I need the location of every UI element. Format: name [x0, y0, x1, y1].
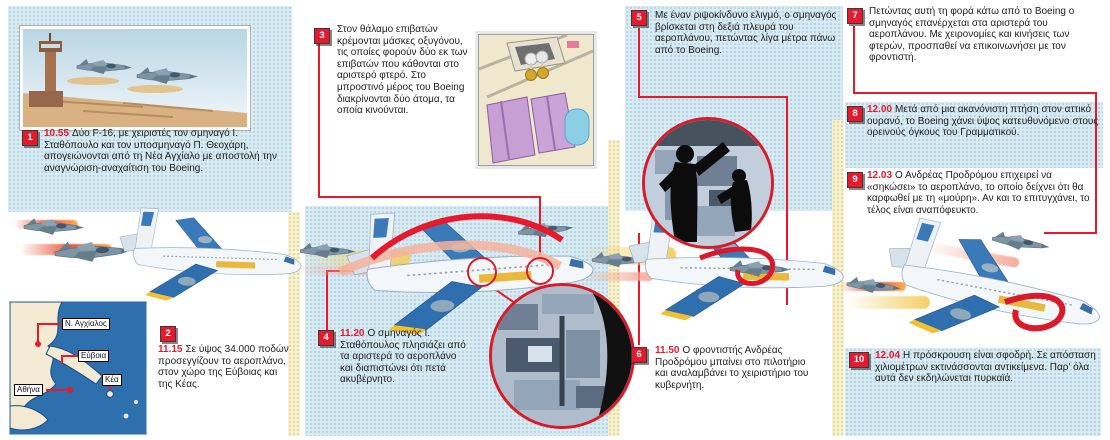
cabin-seat: [486, 96, 536, 164]
oxygen-mask-inset: [478, 34, 594, 166]
step-8-time: 12.00: [867, 104, 893, 115]
step-2-time: 11.15: [158, 344, 183, 355]
silhouette-scene: [645, 120, 771, 246]
step-5-badge: 5: [631, 10, 647, 26]
step-6-time: 11.50: [655, 345, 680, 356]
map-label-athens: Αθήνα: [14, 384, 43, 396]
pilot-silhouette: [588, 286, 632, 426]
step-10-badge: 10: [849, 352, 869, 368]
step-6-body: Ο φροντιστής Ανδρέας Προδρόμου μπαίνει σ…: [655, 345, 809, 391]
step-1-badge: 1: [22, 130, 38, 146]
step-4-body: Ο σμηναγός Ι. Σταθόπουλος πλησιάζει από …: [340, 328, 466, 386]
control-tower: [45, 49, 56, 107]
map-label-anchialos: Ν. Αγχίαλος: [62, 318, 110, 330]
step-5-body: Με έναν ριψοκίνδυνο ελιγμό, ο σμηναγός β…: [655, 10, 837, 56]
step-3-text: Στον θάλαμο επιβατών κρέμονται μάσκες οξ…: [337, 24, 471, 117]
step-1-body: Δύο F-16, με χειριστές τον σμηναγό Ι. Στ…: [44, 128, 277, 174]
step-6-badge: 6: [631, 347, 647, 363]
boeing-icon: [873, 212, 1110, 368]
map-kea-island: [106, 390, 114, 398]
boeing-icon: [116, 206, 305, 309]
cabin-cushion: [564, 108, 590, 146]
fuselage-zoom-circle: [526, 257, 554, 285]
airbase-scene: [23, 29, 247, 127]
panel-step10: [845, 348, 1101, 436]
speed-trail: [578, 272, 654, 281]
step-9-badge: 9: [847, 172, 863, 188]
oxygen-mask-cup: [525, 69, 537, 81]
step-3-body: Στον θάλαμο επιβατών κρέμονται μάσκες οξ…: [337, 24, 468, 117]
step-4-time: 11.20: [340, 328, 365, 339]
cockpit-panel-scene: [492, 286, 632, 426]
step-7-badge: 7: [847, 8, 863, 24]
step-8-body: Μετά από μια ακανόνιστη πτήση στον αττικ…: [867, 104, 1099, 139]
map-evia-island: [45, 345, 103, 385]
step-7-text: Πετώντας αυτή τη φορά κάτω από το Boeing…: [869, 6, 1107, 64]
step-9-body: Ο Ανδρέας Προδρόμου επιχειρεί να «σηκώσε…: [867, 170, 1090, 216]
fuselage-zoom-circle: [467, 257, 497, 287]
f16-icon: [23, 217, 85, 236]
step-9-time: 12.03: [867, 170, 893, 181]
cockpit-zoom-circle: [489, 283, 635, 429]
speed-trail: [846, 296, 930, 309]
cockpit-silhouette-circle: [642, 117, 774, 249]
step-1-time: 10.55: [44, 128, 70, 139]
map-peloponnese: [10, 405, 49, 431]
oxygen-mask-cup: [537, 67, 549, 79]
cabin-scene: [479, 35, 593, 165]
step-2-body: Σε ύψος 34.000 ποδών προσεγγίζουν το αερ…: [158, 344, 289, 390]
map-inset: Ν. Αγχίαλος Εύβοια Κέα Αθήνα: [10, 302, 146, 434]
step-8-badge: 8: [847, 106, 863, 122]
map-label-evia: Εύβοια: [78, 350, 110, 362]
step-7-body: Πετώντας αυτή τη φορά κάτω από το Boeing…: [869, 6, 1075, 64]
step-10-time: 12.04: [875, 350, 901, 361]
airbase-illustration: [20, 26, 250, 130]
step-5-text: Με έναν ριψοκίνδυνο ελιγμό, ο σμηναγός β…: [655, 10, 847, 56]
f16-icon: [729, 259, 791, 278]
step-10-body: Η πρόσκρουση είναι σφοδρή. Σε απόσταση χ…: [875, 350, 1096, 385]
step-2-badge: 2: [160, 326, 176, 342]
step-4-badge: 4: [318, 330, 334, 346]
runway-ground: [23, 93, 247, 127]
step-3-badge: 3: [314, 28, 330, 44]
map-label-kea: Κέα: [102, 374, 122, 386]
